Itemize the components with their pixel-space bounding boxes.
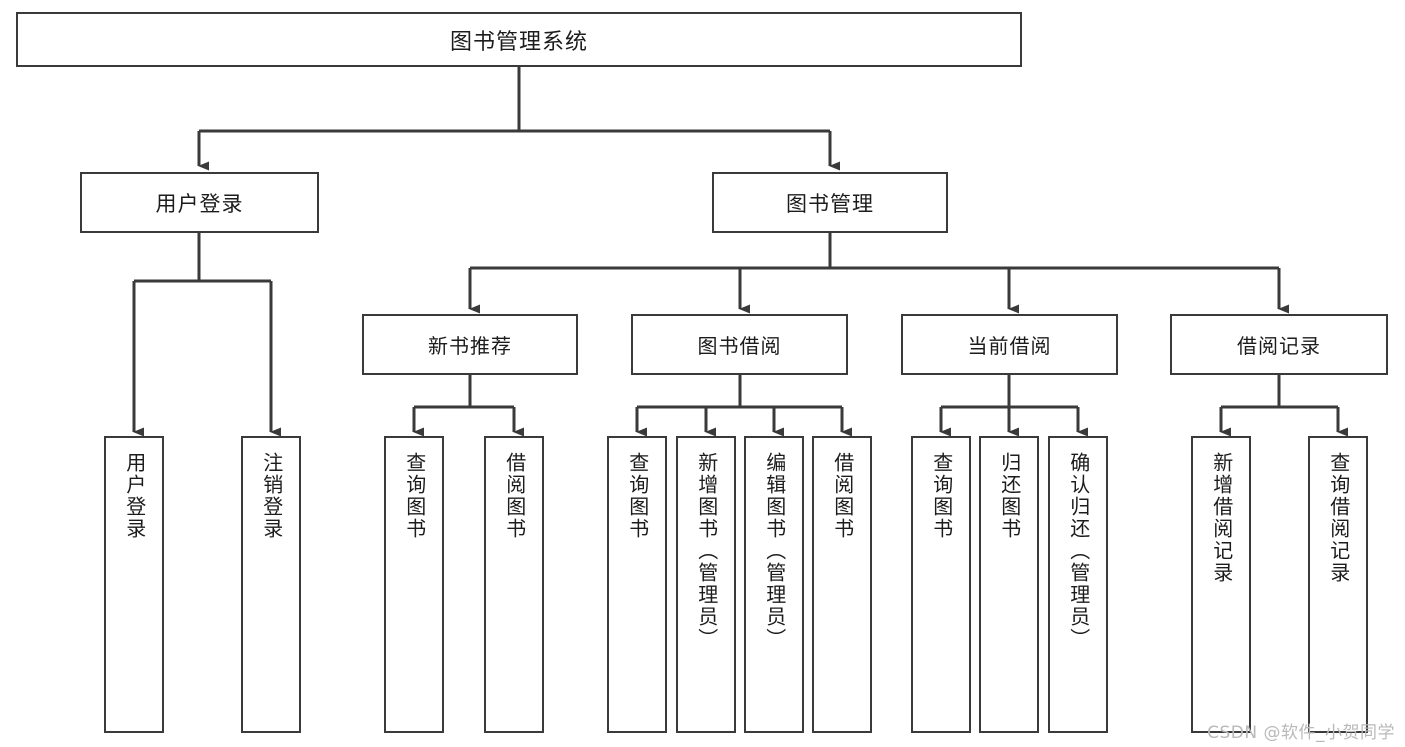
- node-leaf-add-book-label: 新增图书（管理员）: [694, 452, 719, 650]
- node-root-book-management-system[interactable]: 图书管理系统: [16, 12, 1022, 67]
- node-leaf-logout-login-label: 注销登录: [259, 452, 284, 540]
- node-user-login[interactable]: 用户登录: [80, 172, 319, 233]
- node-leaf-query-book-2-label: 查询图书: [625, 452, 650, 540]
- csdn-watermark: CSDN @软件_小贺同学: [1207, 723, 1395, 743]
- node-leaf-logout-login[interactable]: 注销登录: [241, 436, 301, 733]
- node-borrow-record-label: 借阅记录: [1237, 334, 1321, 358]
- node-leaf-edit-book[interactable]: 编辑图书（管理员）: [744, 436, 804, 733]
- node-current-borrow[interactable]: 当前借阅: [901, 314, 1118, 375]
- node-book-manage-label: 图书管理: [786, 191, 874, 216]
- node-leaf-add-record-label: 新增借阅记录: [1209, 452, 1234, 584]
- node-leaf-query-book-2[interactable]: 查询图书: [607, 436, 667, 733]
- node-leaf-add-record[interactable]: 新增借阅记录: [1191, 436, 1251, 733]
- node-leaf-borrow-book-1[interactable]: 借阅图书: [484, 436, 544, 733]
- node-leaf-borrow-book-2-label: 借阅图书: [830, 452, 855, 540]
- node-user-login-label: 用户登录: [155, 191, 244, 216]
- node-book-borrow[interactable]: 图书借阅: [631, 314, 848, 375]
- node-new-book-recommend[interactable]: 新书推荐: [362, 314, 578, 375]
- node-leaf-return-book-label: 归还图书: [997, 452, 1022, 540]
- node-current-borrow-label: 当前借阅: [967, 334, 1052, 358]
- node-borrow-record[interactable]: 借阅记录: [1170, 314, 1388, 375]
- node-leaf-edit-book-label: 编辑图书（管理员）: [762, 452, 787, 650]
- node-leaf-return-book[interactable]: 归还图书: [979, 436, 1039, 733]
- node-leaf-borrow-book-1-label: 借阅图书: [502, 452, 527, 540]
- node-leaf-query-record-label: 查询借阅记录: [1326, 452, 1351, 584]
- node-leaf-confirm-return[interactable]: 确认归还（管理员）: [1048, 436, 1108, 733]
- node-book-manage[interactable]: 图书管理: [712, 172, 948, 233]
- node-leaf-query-book-3-label: 查询图书: [929, 452, 954, 540]
- node-leaf-borrow-book-2[interactable]: 借阅图书: [812, 436, 872, 733]
- node-new-book-recommend-label: 新书推荐: [428, 334, 512, 358]
- node-leaf-user-login[interactable]: 用户登录: [104, 436, 164, 733]
- node-leaf-user-login-label: 用户登录: [122, 452, 147, 540]
- node-leaf-confirm-return-label: 确认归还（管理员）: [1066, 452, 1091, 650]
- node-leaf-query-book-3[interactable]: 查询图书: [911, 436, 971, 733]
- node-root-label: 图书管理系统: [449, 29, 588, 55]
- node-leaf-add-book[interactable]: 新增图书（管理员）: [676, 436, 736, 733]
- node-leaf-query-book-1-label: 查询图书: [402, 452, 427, 540]
- node-book-borrow-label: 图书借阅: [697, 334, 782, 358]
- node-leaf-query-book-1[interactable]: 查询图书: [384, 436, 444, 733]
- node-leaf-query-record[interactable]: 查询借阅记录: [1308, 436, 1368, 733]
